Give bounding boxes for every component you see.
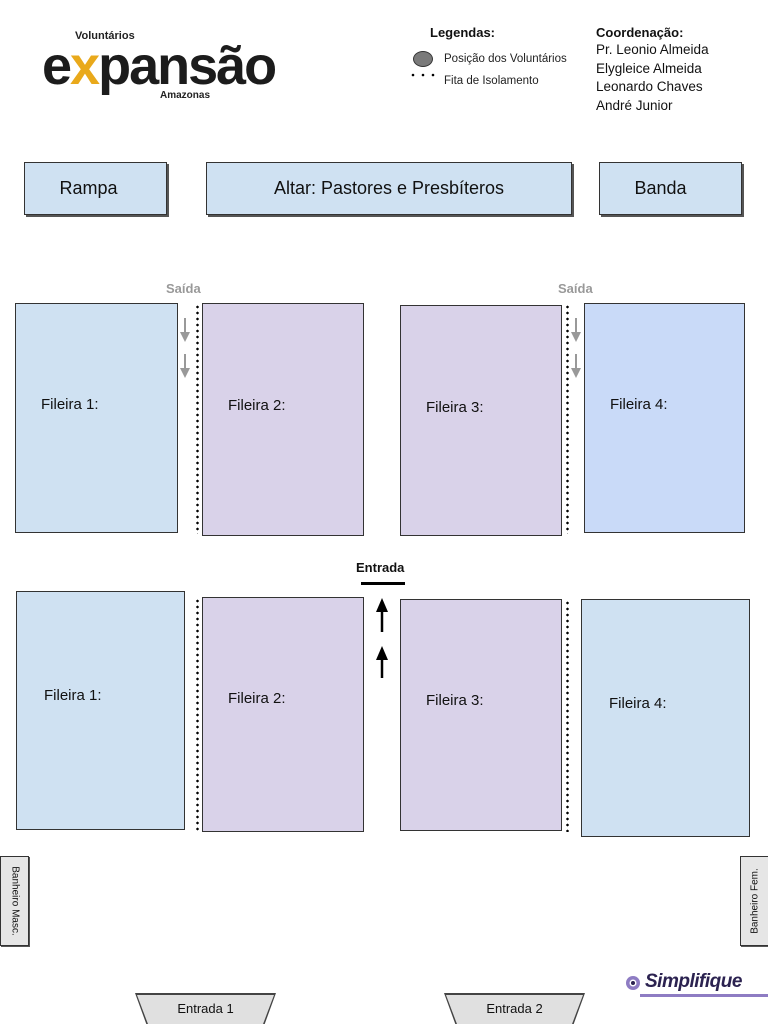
coordinator-name: Pr. Leonio Almeida: [596, 42, 709, 57]
down-arrow-icon: [571, 354, 581, 378]
row-label: Fileira 3:: [426, 399, 484, 416]
legend-title: Legendas:: [430, 25, 496, 40]
logo-word-rest: pansão: [98, 36, 277, 96]
exit-arrows-left: [180, 318, 190, 378]
isolation-tape: [196, 598, 199, 831]
legend-volunteers-label: Posição dos Voluntários: [444, 53, 567, 65]
entrance-2-label: Entrada 2: [486, 1001, 543, 1016]
row-label: Fileira 4:: [610, 396, 668, 413]
row-block-bottom-4: Fileira 4:: [581, 599, 750, 837]
logo: expansão: [42, 36, 277, 96]
volunteer-position-icon: [413, 51, 433, 67]
down-arrow-icon: [180, 318, 190, 342]
coordinator-name: André Junior: [596, 98, 673, 113]
center-entrance-label: Entrada: [356, 560, 405, 575]
entrance-arrows: [376, 598, 388, 678]
row-block-bottom-2: Fileira 2:: [202, 597, 364, 832]
band-label: Banda: [634, 178, 687, 198]
row-block-top-1: Fileira 1:: [15, 303, 178, 533]
row-label: Fileira 1:: [41, 396, 99, 413]
row-label: Fileira 3:: [426, 692, 484, 709]
up-arrow-icon: [376, 598, 388, 632]
coordination-title: Coordenação:: [596, 25, 684, 40]
brand-name: Simplifique: [645, 971, 742, 992]
ramp-label: Rampa: [59, 178, 118, 198]
restroom-male-label: Banheiro Masc.: [9, 866, 21, 936]
row-block-top-4: Fileira 4:: [584, 303, 745, 533]
altar-box: Altar: Pastores e Presbíteros: [206, 162, 572, 215]
down-arrow-icon: [180, 354, 190, 378]
row-block-top-2: Fileira 2:: [202, 303, 364, 536]
row-label: Fileira 2:: [228, 397, 286, 414]
altar-label: Altar: Pastores e Presbíteros: [273, 178, 505, 198]
up-arrow-icon: [376, 646, 388, 678]
simplifique-logo-icon: [626, 976, 640, 990]
logo-subtitle: Amazonas: [160, 90, 211, 101]
row-block-bottom-1: Fileira 1:: [16, 591, 185, 830]
center-entrance-bar: [361, 582, 405, 585]
entrance-1-label: Entrada 1: [177, 1001, 234, 1016]
isolation-tape: [566, 600, 569, 832]
exit-label-right: Saída: [558, 281, 593, 296]
coordinator-name: Leonardo Chaves: [596, 79, 703, 94]
exit-label-left: Saída: [166, 281, 201, 296]
restroom-female-label: Banheiro Fem.: [749, 868, 761, 934]
band-box: Banda: [599, 162, 742, 215]
down-arrow-icon: [571, 318, 581, 342]
row-label: Fileira 1:: [44, 687, 102, 704]
row-label: Fileira 2:: [228, 690, 286, 707]
entrance-2: Entrada 2: [444, 993, 585, 1024]
logo-top-text: Voluntários: [75, 30, 135, 42]
isolation-tape: [566, 304, 569, 534]
restroom-male: Banheiro Masc.: [0, 856, 29, 946]
entrance-1: Entrada 1: [135, 993, 276, 1024]
row-label: Fileira 4:: [609, 695, 667, 712]
entrance-2-fill: [446, 995, 583, 1024]
isolation-tape: [196, 304, 199, 534]
isolation-tape-icon: [411, 73, 435, 77]
row-block-top-3: Fileira 3:: [400, 305, 562, 536]
brand-underline: [640, 994, 768, 997]
entrance-1-fill: [137, 995, 274, 1024]
ramp-box: Rampa: [24, 162, 167, 215]
row-block-bottom-3: Fileira 3:: [400, 599, 562, 831]
exit-arrows-right: [571, 318, 581, 378]
logo-letter-e: e: [42, 36, 72, 96]
coordinator-name: Elygleice Almeida: [596, 61, 702, 76]
logo-letter-x: x: [70, 36, 100, 96]
legend-tape-label: Fita de Isolamento: [444, 75, 539, 87]
restroom-female: Banheiro Fem.: [740, 856, 768, 946]
